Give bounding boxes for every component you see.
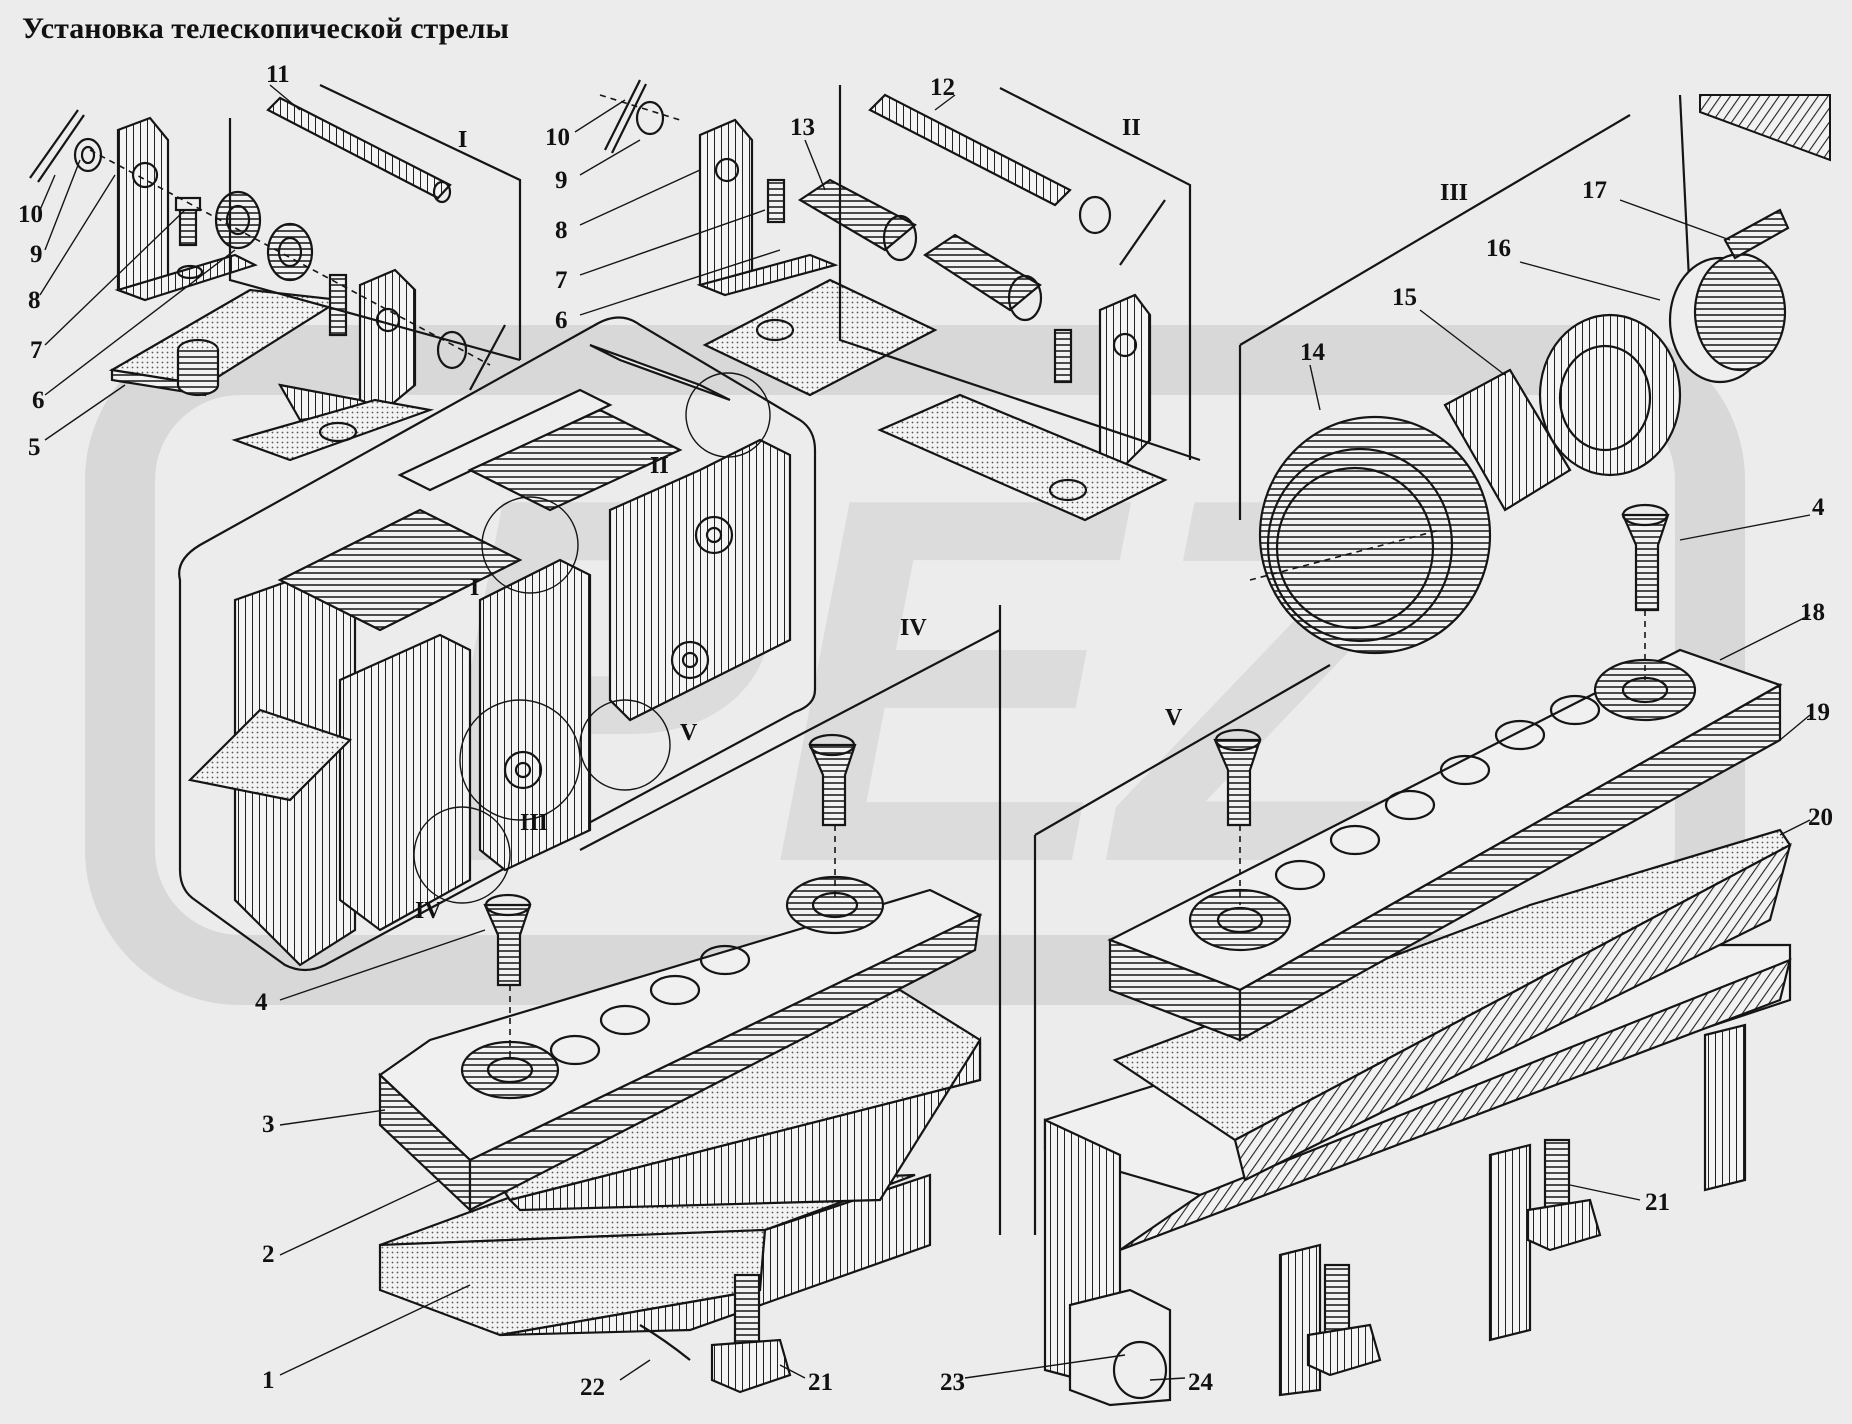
callout-9-b: 9 [555, 167, 568, 194]
callout-17: 17 [1582, 177, 1607, 204]
callout-6: 6 [32, 387, 45, 414]
view-label-II: II [1122, 115, 1141, 141]
bracket-assembly-I [29, 84, 522, 462]
bracket-assembly-II [599, 79, 1201, 522]
marker-III: III [520, 810, 548, 836]
callout-labels: 10 9 8 7 6 5 11 10 9 8 7 6 12 13 14 15 1… [18, 61, 1833, 1401]
callout-13: 13 [790, 114, 815, 141]
view-label-V: V [1165, 705, 1183, 731]
callout-21-b: 21 [1645, 1189, 1670, 1216]
page-title: Установка телескопической стрелы [22, 12, 509, 45]
view-label-III: III [1440, 180, 1468, 206]
callout-23: 23 [940, 1369, 965, 1396]
leader-lines [39, 84, 1811, 1381]
nut-screw-assembly-III [1238, 94, 1831, 655]
callout-1: 1 [262, 1367, 275, 1394]
callout-19: 19 [1805, 699, 1830, 726]
callout-11: 11 [266, 61, 290, 88]
callout-4-left: 4 [255, 989, 268, 1016]
callout-4-right: 4 [1812, 494, 1825, 521]
callout-8-b: 8 [555, 217, 568, 244]
view-labels: I II III IV V I II III IV V [415, 115, 1468, 924]
callout-10-b: 10 [545, 124, 570, 151]
marker-IV: IV [415, 898, 442, 924]
callout-5: 5 [28, 434, 41, 461]
callout-16: 16 [1486, 235, 1511, 262]
callout-3: 3 [262, 1111, 275, 1138]
callout-2: 2 [262, 1241, 275, 1268]
marker-II: II [650, 453, 669, 479]
telescopic-boom-assembly [178, 316, 817, 972]
callout-24: 24 [1188, 1369, 1214, 1396]
callout-20: 20 [1808, 804, 1833, 831]
callout-21-a: 21 [808, 1369, 833, 1396]
callout-9: 9 [30, 241, 43, 268]
view-label-I: I [458, 127, 467, 153]
callout-14: 14 [1300, 339, 1326, 366]
callout-10: 10 [18, 201, 43, 228]
callout-12: 12 [930, 74, 955, 101]
marker-V: V [680, 720, 698, 746]
marker-I: I [470, 575, 479, 601]
callout-15: 15 [1392, 284, 1417, 311]
callout-8: 8 [28, 287, 41, 314]
callout-22: 22 [580, 1374, 605, 1401]
callout-18: 18 [1800, 599, 1825, 626]
callout-7: 7 [30, 337, 43, 364]
view-label-IV: IV [900, 615, 927, 641]
callout-6-b: 6 [555, 307, 568, 334]
slider-plate-assembly-IV [378, 605, 1002, 1394]
callout-7-b: 7 [555, 267, 568, 294]
slider-plate-assembly-V [1033, 503, 1792, 1407]
